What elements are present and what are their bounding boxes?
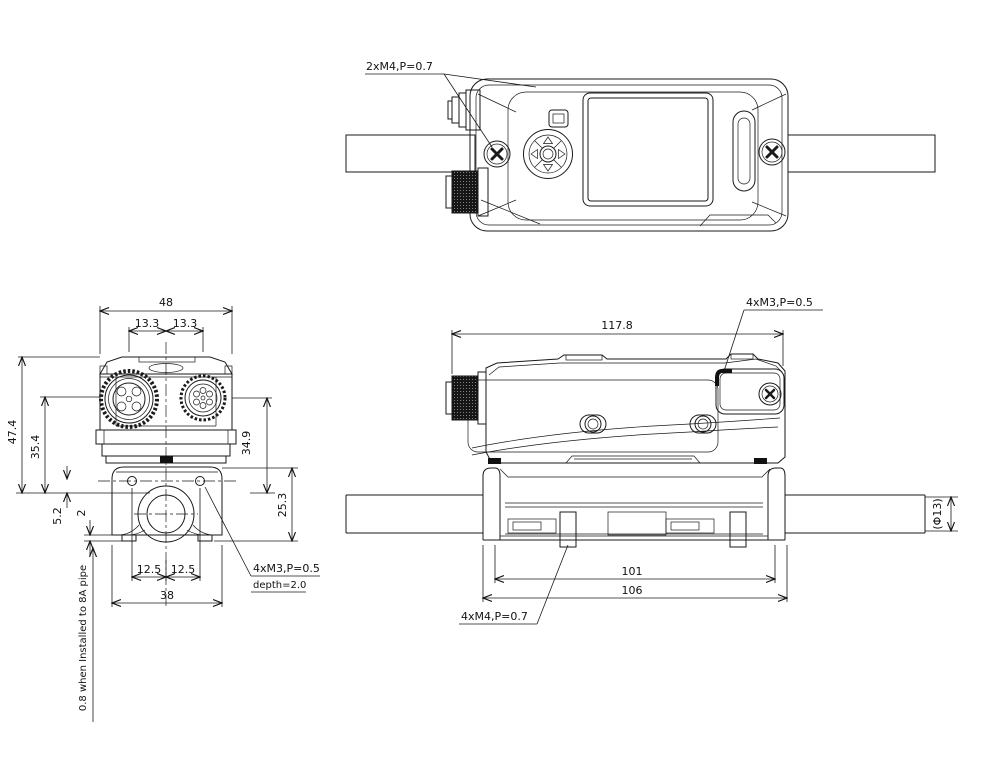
- side-body-seam: [488, 455, 767, 464]
- slot-oblong: [732, 110, 756, 192]
- dim-front-height-34-9: 34.9: [232, 398, 275, 493]
- note-install-8a-pipe: 0.8 when Installed to 8A pipe: [78, 548, 93, 722]
- dim-text-13-3-left: 13.3: [135, 317, 160, 330]
- base-foot-left: [559, 511, 577, 548]
- screw-side-panel: [758, 382, 782, 406]
- dim-side-length-117-8: 117.8: [452, 319, 783, 374]
- thread-depth-text: depth=2.0: [253, 580, 306, 591]
- dim-front-height-35-4: 35.4: [29, 397, 100, 493]
- thread-m3-side-label-text: 4xM3,P=0.5: [746, 296, 813, 309]
- connector-knurled-lower: [445, 167, 489, 217]
- bracket-foot-left: [121, 534, 137, 542]
- thread-m3-label-text: 4xM3,P=0.5: [253, 562, 320, 575]
- install-note-text: 0.8 when Installed to 8A pipe: [78, 565, 89, 711]
- top-view-chamfer-lines: [477, 93, 787, 227]
- pipe-right-top-view: [787, 134, 936, 173]
- pipe-left-top-view: [345, 134, 476, 173]
- top-view: 2xM4,P=0.7: [345, 60, 936, 232]
- pipe-left-side-view: [345, 494, 483, 534]
- dim-text-48: 48: [159, 296, 173, 309]
- mode-button[interactable]: [548, 109, 569, 128]
- dim-text-34-9: 34.9: [240, 431, 253, 456]
- top-view-body-outline: [469, 78, 789, 232]
- thread-label-text: 2xM4,P=0.7: [366, 60, 433, 73]
- connector-m8-front[interactable]: [179, 374, 227, 422]
- bracket-foot-right: [197, 534, 213, 542]
- dpad-down-arrow-icon[interactable]: [542, 164, 554, 172]
- side-view: 117.8 4xM3,P=0.5 (Φ13) 101 106 4xM4,: [345, 296, 958, 625]
- connector-m12-front[interactable]: [99, 369, 159, 429]
- slot-oblong-inner: [737, 117, 751, 185]
- front-body-steps: [95, 429, 237, 464]
- top-view-control-panel: [507, 91, 759, 221]
- label-thread-m4-top: 2xM4,P=0.7: [365, 60, 537, 148]
- dim-text-13-3-right: 13.3: [173, 317, 198, 330]
- dim-text-12-5-right: 12.5: [171, 563, 196, 576]
- dim-text-5-2: 5.2: [51, 507, 64, 525]
- dim-text-47-4: 47.4: [6, 420, 19, 445]
- base-foot-right: [729, 511, 747, 548]
- dim-front-bracket-25-3: 25.3: [214, 468, 298, 541]
- dim-text-117-8: 117.8: [601, 319, 633, 332]
- dpad-left-arrow-icon[interactable]: [530, 148, 538, 160]
- dim-text-38: 38: [160, 589, 174, 602]
- side-tab-right: [689, 414, 717, 434]
- dim-text-phi13: (Φ13): [931, 498, 944, 529]
- display-screen: [587, 97, 709, 202]
- dim-front-pitch-13-3: 13.3 13.3: [129, 317, 203, 352]
- dim-text-25-3: 25.3: [276, 493, 289, 518]
- screw-top-right: [758, 138, 786, 166]
- dim-front-gap-2: 2: [75, 510, 122, 556]
- dpad-right-arrow-icon[interactable]: [558, 148, 566, 160]
- dim-text-12-5-left: 12.5: [137, 563, 162, 576]
- screw-top-left: [483, 140, 511, 168]
- dpad-up-arrow-icon[interactable]: [542, 136, 554, 144]
- front-mounting-bracket: [98, 466, 238, 543]
- dim-front-base-38: 38: [112, 545, 222, 607]
- dim-front-foot-pitch: 12.5 12.5: [132, 488, 200, 581]
- pipe-right-side-view: [785, 494, 926, 534]
- label-thread-m3-front: 4xM3,P=0.5 depth=2.0: [204, 486, 320, 593]
- label-thread-m3-side: 4xM3,P=0.5: [723, 296, 823, 372]
- dim-side-mount-101: 101: [495, 545, 775, 583]
- top-view-body-inner: [475, 84, 783, 226]
- dim-front-height-47-4: 47.4: [6, 357, 150, 493]
- label-thread-m4-side: 4xM4,P=0.7: [459, 544, 569, 625]
- dim-text-106: 106: [622, 584, 643, 597]
- side-mounting-base: [482, 467, 786, 548]
- connector-stack-upper: [447, 89, 481, 131]
- dim-front-offset-5-2: 5.2: [51, 466, 67, 525]
- side-tab-left: [579, 414, 607, 434]
- connector-knurled-side: [445, 371, 487, 425]
- dpad-control[interactable]: [523, 129, 573, 179]
- display-screen-outer: [582, 92, 714, 207]
- dim-side-pipe-dia: (Φ13): [925, 497, 958, 531]
- thread-m4-label-text: 4xM4,P=0.7: [461, 610, 528, 623]
- dim-side-mount-106: 106: [483, 545, 787, 602]
- front-view: 48 13.3 13.3 47.4 35.4 5.2: [6, 296, 320, 722]
- side-body: [467, 353, 786, 464]
- side-interface-panel: [715, 368, 785, 415]
- dim-text-35-4: 35.4: [29, 435, 42, 460]
- dim-text-2: 2: [75, 510, 88, 517]
- dim-text-101: 101: [622, 565, 643, 578]
- dim-front-width-48: 48: [100, 296, 232, 354]
